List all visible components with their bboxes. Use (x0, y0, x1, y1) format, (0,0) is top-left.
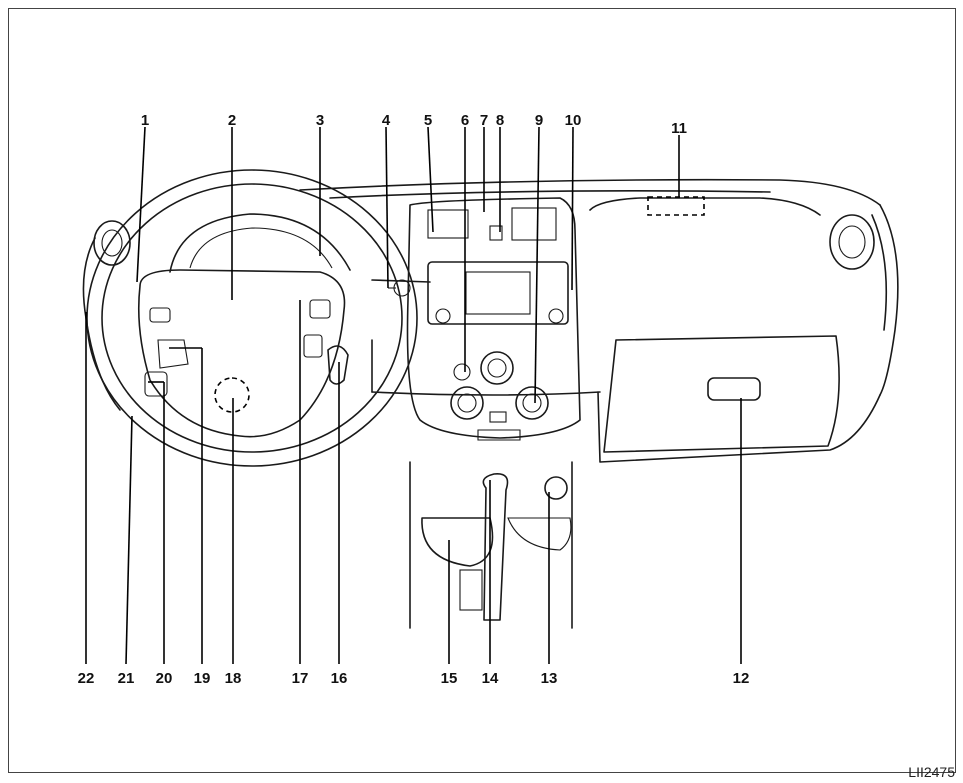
callout-8: 8 (496, 112, 504, 129)
leader-lines (85, 126, 742, 665)
right-air-vent (829, 214, 875, 270)
callout-16: 16 (331, 670, 348, 687)
callout-7: 7 (480, 112, 488, 129)
callout-11: 11 (671, 120, 687, 137)
callout-20: 20 (156, 670, 173, 687)
callout-3: 3 (316, 112, 324, 129)
callout-10: 10 (565, 112, 582, 129)
callout-19: 19 (194, 670, 211, 687)
callout-21: 21 (118, 670, 135, 687)
floor-console (409, 461, 573, 629)
callout-labels: 1 2 3 4 5 6 7 8 9 10 11 12 13 14 15 16 1… (78, 112, 750, 687)
callout-6: 6 (461, 112, 469, 129)
callout-4: 4 (382, 112, 391, 129)
callout-14: 14 (482, 670, 499, 687)
callout-12: 12 (733, 670, 750, 687)
combination-switch-right (327, 279, 411, 385)
glove-box (603, 335, 840, 453)
callout-15: 15 (441, 670, 458, 687)
figure-code: LII2475 (908, 764, 955, 780)
dashboard-outline (82, 178, 899, 463)
steering-wheel (86, 169, 418, 467)
callout-1: 1 (141, 112, 149, 129)
callout-13: 13 (541, 670, 558, 687)
callout-18: 18 (225, 670, 242, 687)
left-air-vent (93, 220, 131, 266)
figure-frame (8, 8, 956, 773)
passenger-airbag-area (589, 196, 821, 216)
callout-22: 22 (78, 670, 95, 687)
callout-17: 17 (292, 670, 309, 687)
callout-2: 2 (228, 112, 236, 129)
callout-9: 9 (535, 112, 543, 129)
callout-5: 5 (424, 112, 432, 129)
center-console (406, 197, 581, 441)
